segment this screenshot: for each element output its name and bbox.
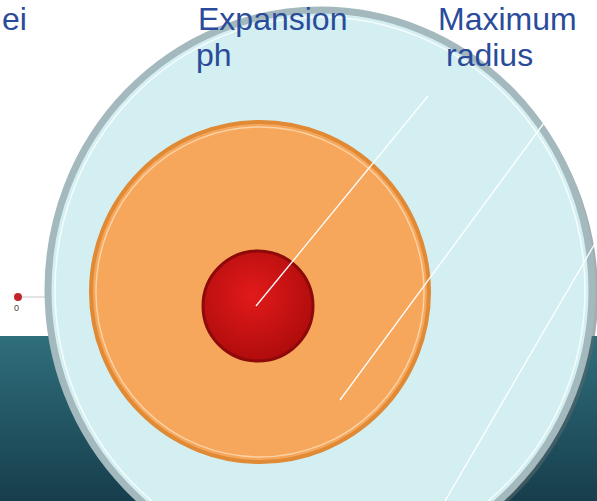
middle-circle bbox=[91, 122, 429, 462]
partial-label: ei bbox=[2, 2, 27, 37]
leader-line bbox=[256, 96, 428, 306]
radius-label: radius bbox=[446, 38, 533, 73]
partial-label: ph bbox=[196, 38, 232, 73]
phase-label: Expansion bbox=[198, 2, 347, 37]
inner-circle bbox=[203, 251, 313, 361]
leader-line bbox=[445, 240, 597, 501]
axis-tick: 0 bbox=[14, 304, 19, 314]
middle-circle-highlight bbox=[96, 127, 424, 457]
axis-dot bbox=[14, 293, 22, 301]
radius-label: Maximum bbox=[438, 2, 577, 37]
outer-circle bbox=[48, 10, 592, 501]
leader-line bbox=[340, 55, 594, 400]
outer-circle-highlight bbox=[55, 17, 585, 501]
